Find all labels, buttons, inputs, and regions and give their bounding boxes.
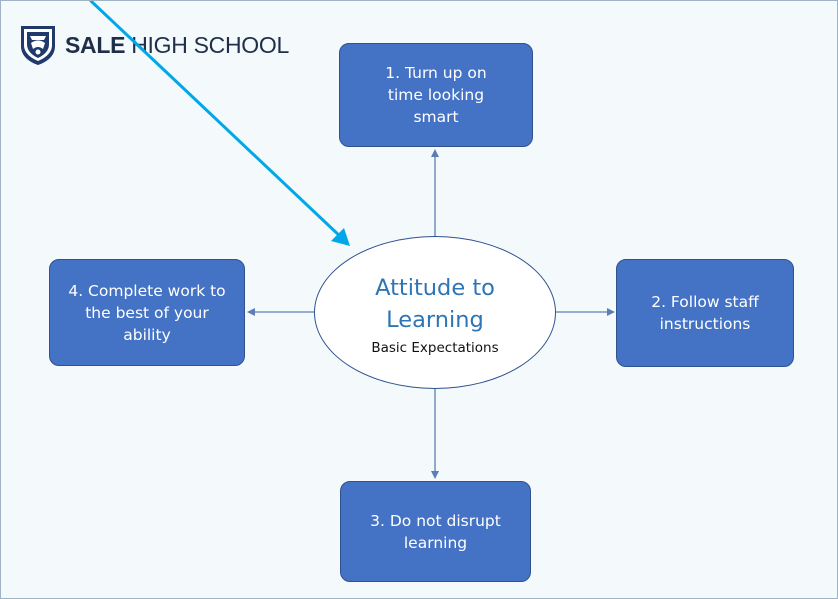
box-top-line1: 1. Turn up on (385, 64, 487, 82)
box-left-line1: 4. Complete work to (68, 281, 226, 300)
box-top-line2: time looking (387, 86, 485, 104)
box-left-line2: the best of your (85, 303, 209, 322)
box-right-line1: 2. Follow staff (651, 293, 759, 311)
box-left-line3: ability (123, 325, 171, 344)
school-name-light: HIGH SCHOOL (125, 31, 289, 58)
center-title-line1: Attitude to (375, 274, 495, 301)
box-bottom-line2: learning (403, 533, 468, 552)
box-bottom-line1: 3. Do not disrupt (370, 511, 501, 530)
box-top-line3: smart (413, 108, 459, 126)
center-subtitle: Basic Expectations (371, 339, 499, 356)
center-ellipse: Attitude to Learning Basic Expectations (314, 236, 556, 389)
box-do-not-disrupt: 3. Do not disrupt learning (340, 481, 531, 582)
annotation-arrow-head (331, 228, 350, 246)
box-turn-up-on-time: 1. Turn up on time looking smart (339, 43, 533, 147)
school-name-strong: SALE (65, 31, 126, 58)
center-title-line2: Learning (386, 306, 484, 333)
school-name: SALE HIGH SCHOOL (65, 32, 289, 59)
school-logo: SALE HIGH SCHOOL (19, 23, 289, 67)
box-follow-staff-instructions: 2. Follow staff instructions (616, 259, 794, 367)
box-right-line2: instructions (659, 315, 751, 333)
school-crest-icon (21, 26, 55, 65)
box-complete-work: 4. Complete work to the best of your abi… (49, 259, 245, 366)
